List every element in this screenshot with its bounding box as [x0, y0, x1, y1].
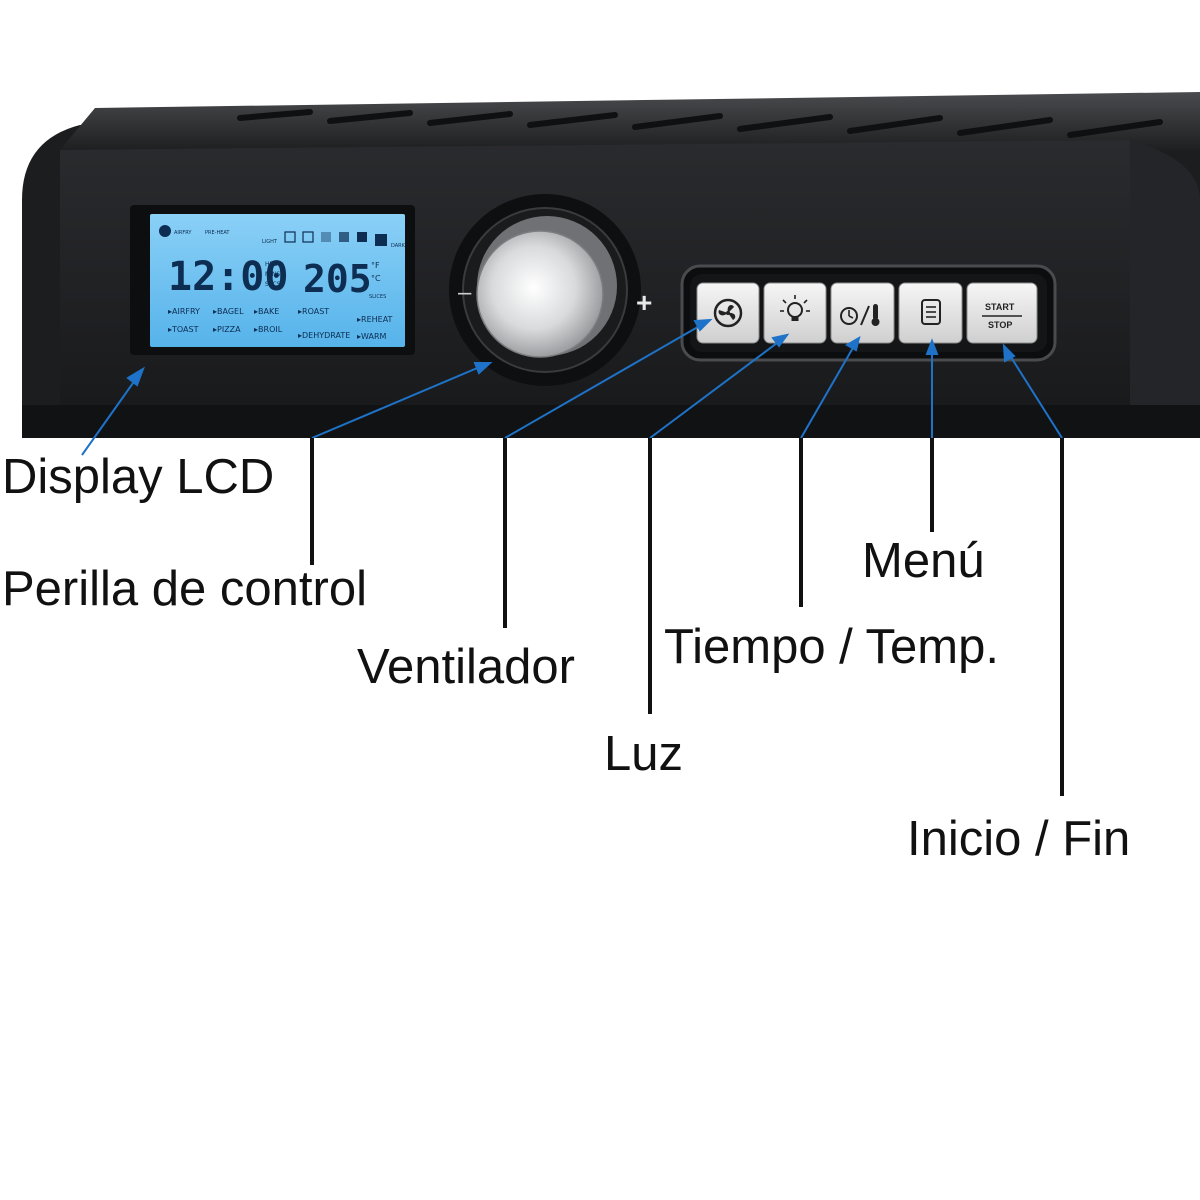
lcd-indicator-airfry: AIRFRY	[174, 230, 192, 236]
lcd-preset: ▸REHEAT	[357, 315, 393, 324]
lcd-time: 12:00	[168, 254, 288, 300]
menu-list-icon	[921, 299, 941, 325]
lcd-unit-c: °C	[371, 274, 381, 283]
fan-button[interactable]	[696, 282, 760, 344]
label-menu: Menú	[862, 534, 985, 588]
lcd-indicator-preheat: PRE-HEAT	[205, 230, 230, 236]
lcd-preset: ▸WARM	[357, 332, 387, 341]
light-button[interactable]	[763, 282, 827, 344]
clock-thermometer-icon	[840, 304, 880, 326]
lcd-preset: ▸DEHYDRATE	[298, 331, 350, 340]
lcd-indicator-dark: DARK	[391, 243, 406, 249]
lcd-preset: ▸TOAST	[168, 325, 199, 334]
top-vent-slots	[237, 109, 1163, 138]
start-stop-button[interactable]: START STOP	[966, 282, 1038, 344]
knob-plus-label: +	[636, 287, 652, 318]
lcd-preset: ▸PIZZA	[213, 325, 241, 334]
lcd-preset: ▸BAKE	[254, 307, 279, 316]
control-knob[interactable]: – +	[449, 194, 652, 386]
leader-lines	[310, 438, 1064, 796]
lcd-preset: ▸BROIL	[254, 325, 283, 334]
label-start-stop: Inicio / Fin	[907, 812, 1131, 866]
lcd-preset: ▸BAGEL	[213, 307, 244, 316]
start-label: START	[985, 302, 1015, 312]
label-time-temp: Tiempo / Temp.	[664, 620, 999, 674]
label-lcd-display: Display LCD	[2, 450, 275, 504]
label-control-knob: Perilla de control	[2, 562, 367, 616]
menu-button[interactable]	[898, 282, 963, 344]
lcd-temperature: 205	[303, 257, 372, 301]
lcd-unit-mins: MINS	[265, 271, 280, 278]
lcd-preset: ▸AIRFRY	[168, 307, 200, 316]
callout-arrows	[81, 318, 1063, 456]
lcd-unit-f: °F	[371, 261, 380, 270]
fan-indicator-icon	[159, 225, 171, 237]
stop-label: STOP	[988, 320, 1012, 330]
lcd-display: AIRFRY PRE-HEAT LIGHT DARK 12:00 HRS MIN…	[130, 205, 415, 355]
toast-shade-icons	[284, 231, 387, 246]
lcd-preset: ▸ROAST	[298, 307, 329, 316]
lcd-slices-label: SLICES	[369, 294, 386, 300]
label-light: Luz	[604, 727, 684, 781]
label-fan: Ventilador	[357, 640, 575, 694]
fan-icon	[713, 298, 743, 328]
bulb-icon	[780, 295, 810, 321]
knob-minus-label: –	[458, 279, 472, 306]
time-temp-button[interactable]	[830, 282, 895, 344]
lcd-indicator-light: LIGHT	[262, 239, 278, 245]
lcd-unit-secs: SECS	[265, 281, 281, 288]
lcd-unit-hrs: HRS	[265, 261, 278, 268]
